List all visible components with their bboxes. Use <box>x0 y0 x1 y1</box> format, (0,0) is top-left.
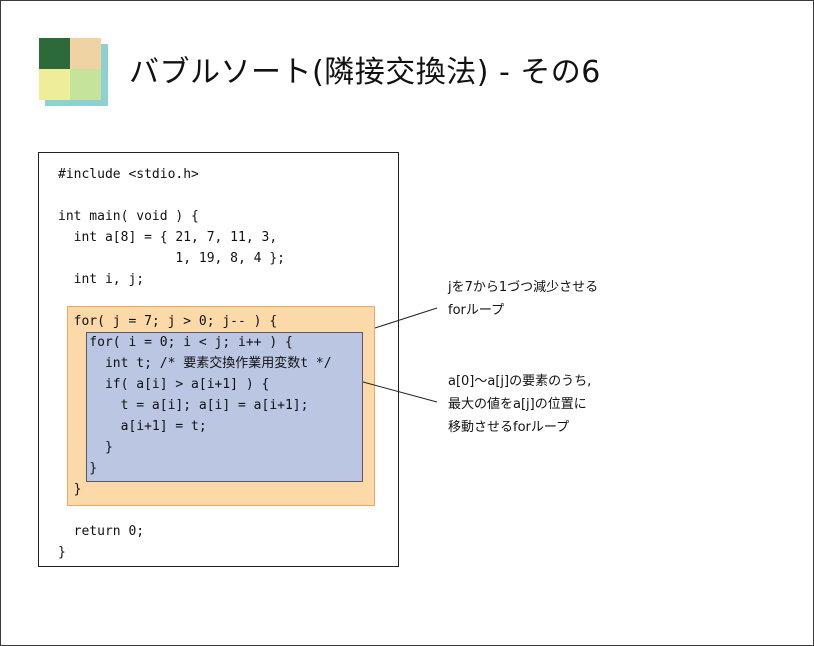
code-line: t = a[i]; a[i] = a[i+1]; <box>58 398 309 413</box>
code-line: 1, 19, 8, 4 }; <box>58 251 285 266</box>
outer-callout-leader <box>374 307 438 329</box>
logo-square-tan <box>70 38 101 69</box>
code-listing: #include <stdio.h> int main( void ) { in… <box>58 164 332 563</box>
logo-square-yellow <box>39 69 70 100</box>
code-line: } <box>58 461 98 476</box>
code-line: for( i = 0; i < j; i++ ) { <box>58 335 293 350</box>
code-line: int i, j; <box>58 272 145 287</box>
code-line: return 0; <box>58 524 145 539</box>
inner-callout-leader <box>362 381 438 403</box>
code-line: } <box>58 545 66 560</box>
inner-loop-highlight <box>86 332 363 482</box>
code-line: int a[8] = { 21, 7, 11, 3, <box>58 230 278 245</box>
code-line: } <box>58 482 82 497</box>
code-line: int t; /* 要素交換作業用変数t */ <box>58 356 332 371</box>
logo-square-light-green <box>70 69 101 100</box>
logo-square-dark-green <box>39 38 70 69</box>
code-line: if( a[i] > a[i+1] ) { <box>58 377 270 392</box>
code-line: a[i+1] = t; <box>58 419 207 434</box>
code-line: } <box>58 440 113 455</box>
logo <box>39 38 108 106</box>
code-line: int main( void ) { <box>58 209 199 224</box>
outer-loop-callout: jを7から1づつ減少させる forループ <box>448 280 599 318</box>
code-line: #include <stdio.h> <box>58 167 199 182</box>
inner-loop-callout: a[0]～a[j]の要素のうち, 最大の値をa[j]の位置に 移動させるforル… <box>448 374 592 435</box>
code-line: for( j = 7; j > 0; j-- ) { <box>58 314 278 329</box>
slide-title: バブルソート(隣接交換法) - その6 <box>129 55 601 90</box>
